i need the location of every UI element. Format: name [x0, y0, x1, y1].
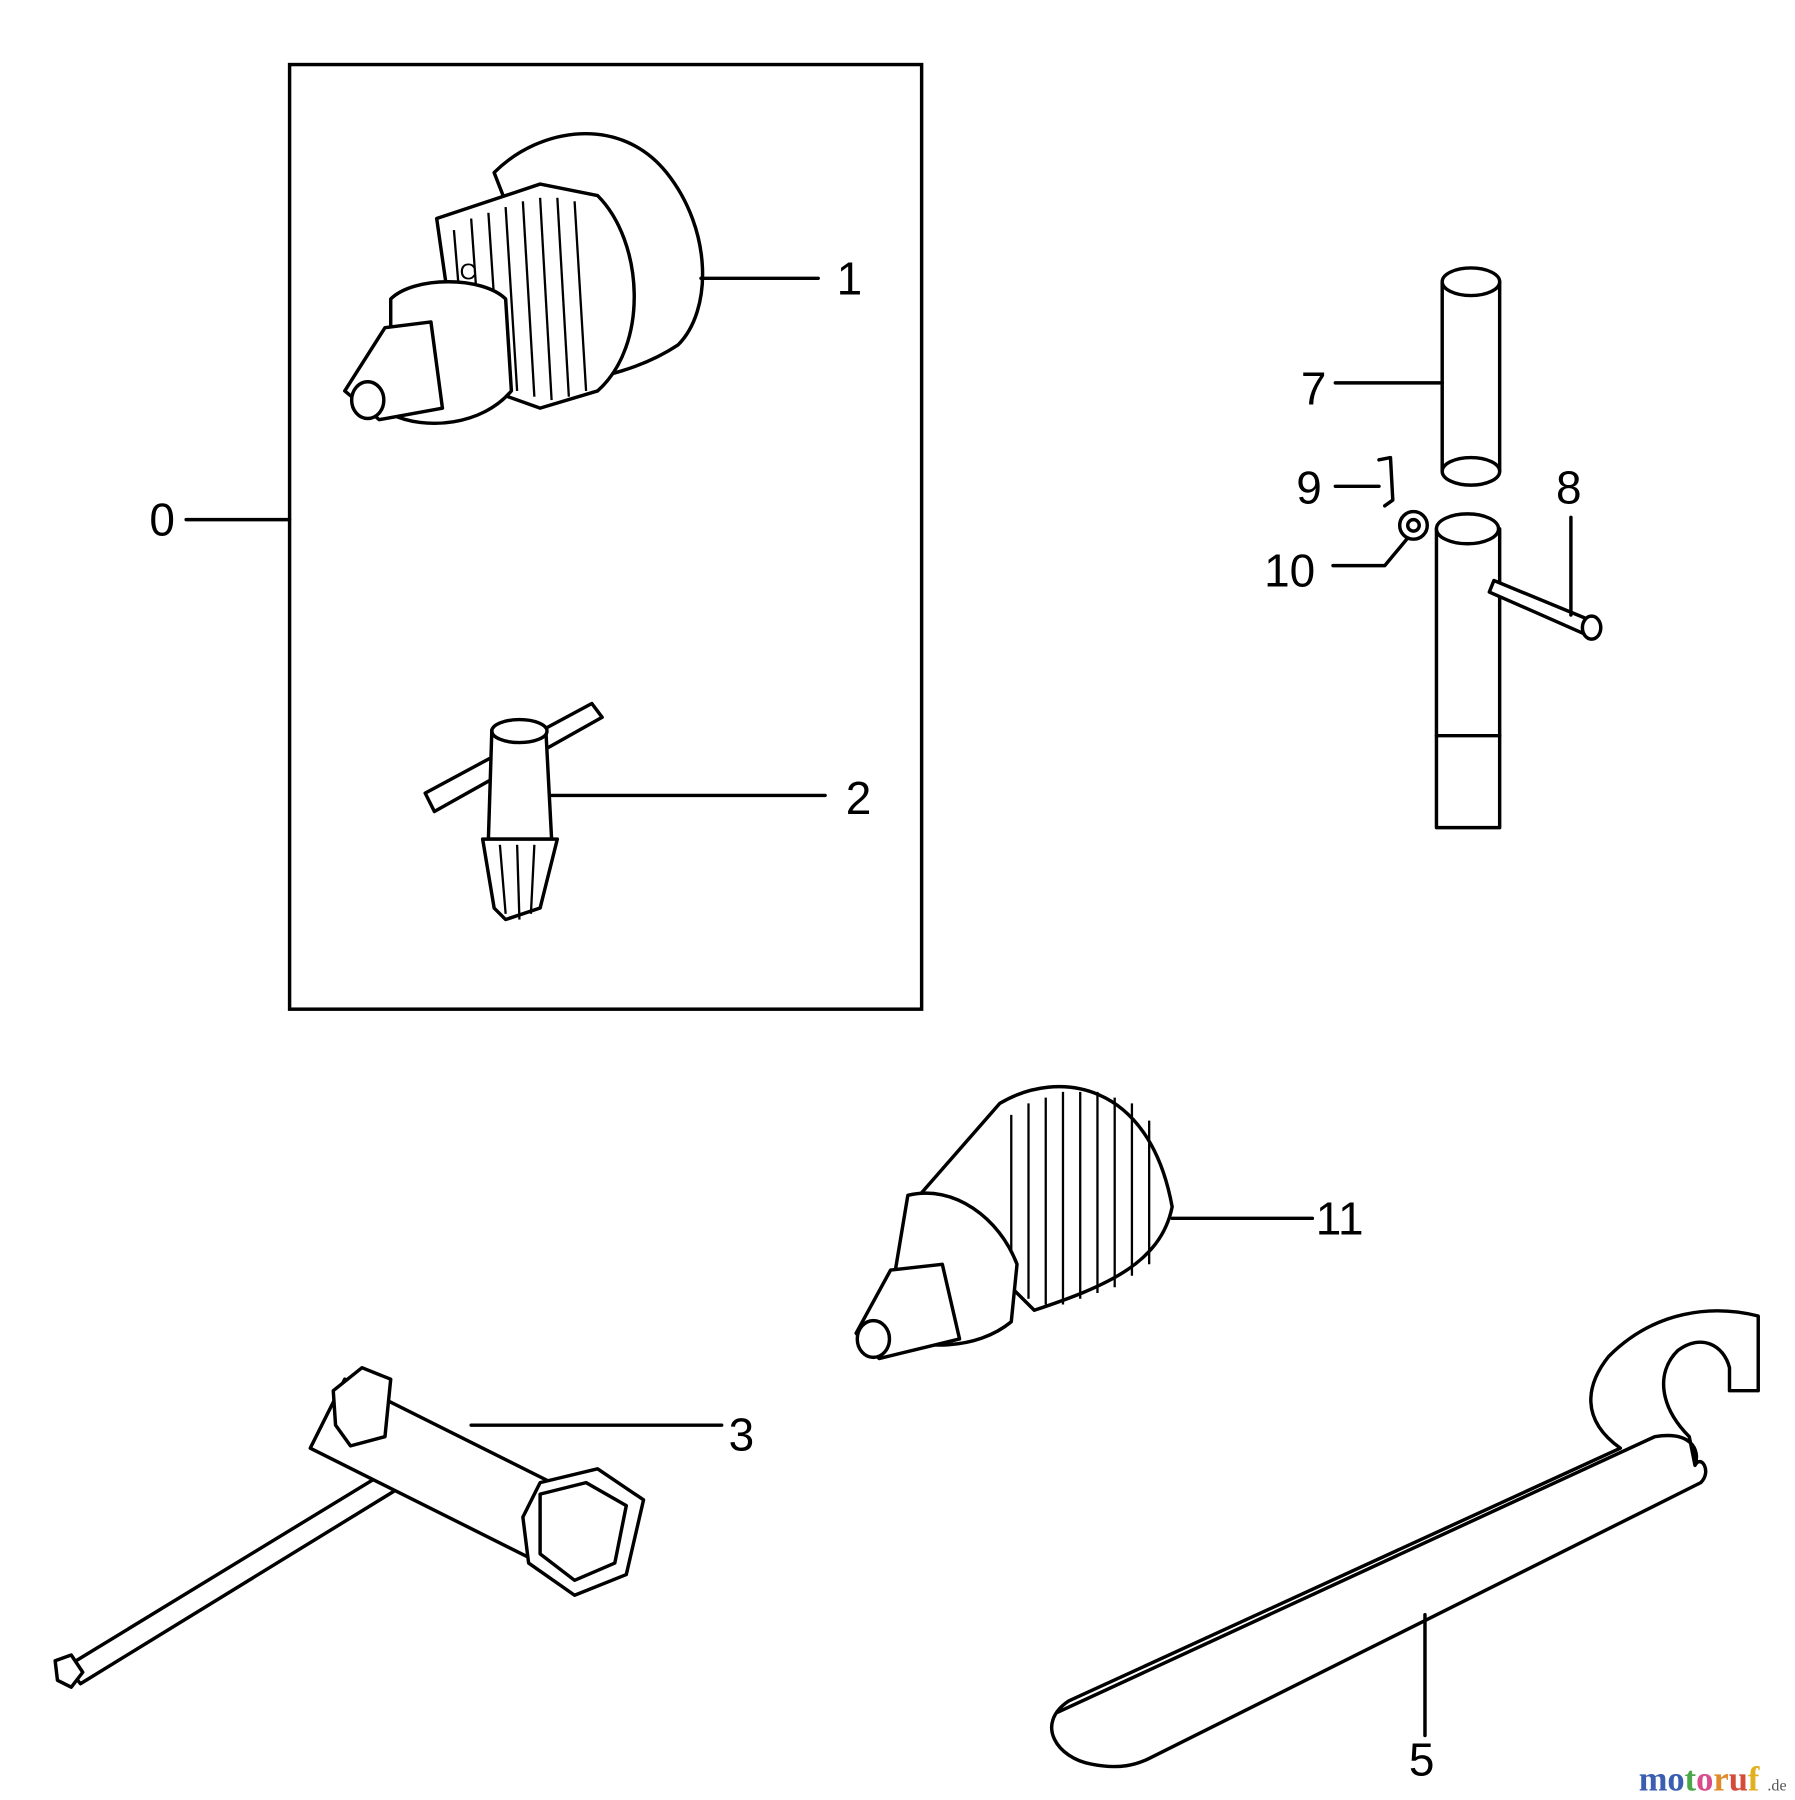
part-11-keyless-chuck: [854, 1084, 1174, 1361]
leader-10: [1331, 536, 1410, 568]
part-3-socket-wrench: [53, 1365, 646, 1689]
wm-f: f: [1748, 1761, 1760, 1799]
callout-8: 8: [1556, 462, 1582, 514]
part-10-washer: [1397, 509, 1429, 541]
kit-frame: [287, 62, 924, 1011]
wm-u: u: [1729, 1761, 1748, 1799]
callout-3: 3: [729, 1408, 755, 1460]
callout-2: 2: [846, 772, 872, 824]
svg-text:C: C: [460, 258, 477, 284]
part-9-clip: [1377, 455, 1395, 508]
wm-o: o: [1667, 1761, 1684, 1799]
part-lower-tube: [1434, 512, 1502, 830]
callout-5: 5: [1409, 1734, 1435, 1786]
motoruf-watermark: motoruf .de: [1639, 1761, 1787, 1799]
callout-7: 7: [1301, 363, 1327, 415]
wm-m: m: [1639, 1761, 1668, 1799]
svg-text:motoruf: motoruf: [1639, 1761, 1760, 1799]
part-2-chuck-key: [423, 701, 604, 922]
part-7-upper-tube: [1440, 266, 1502, 487]
wm-o2: o: [1696, 1761, 1713, 1799]
part-8-pin: [1487, 578, 1603, 641]
wm-t: t: [1685, 1761, 1697, 1799]
callout-9: 9: [1296, 462, 1322, 514]
callout-1: 1: [837, 252, 863, 304]
part-1-keyed-chuck: C: [343, 131, 705, 425]
part-5-hook-wrench: [1049, 1309, 1760, 1769]
wm-suffix: .de: [1767, 1778, 1786, 1795]
callout-11: 11: [1316, 1192, 1364, 1244]
callout-0: 0: [149, 494, 175, 546]
wm-r: r: [1713, 1761, 1728, 1799]
callout-10: 10: [1264, 544, 1315, 596]
